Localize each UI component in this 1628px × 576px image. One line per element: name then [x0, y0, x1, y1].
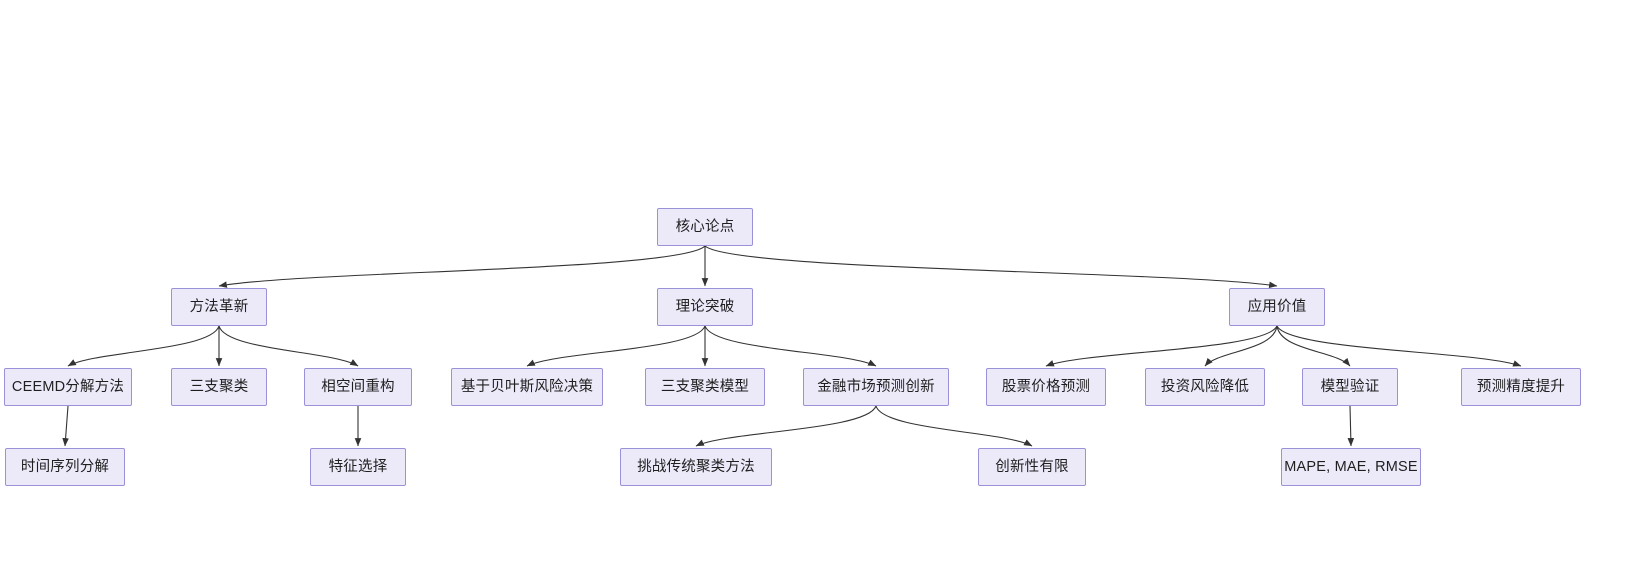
flow-node-label: 创新性有限	[995, 458, 1069, 475]
flow-node-l3a1[interactable]: CEEMD分解方法	[4, 368, 132, 406]
flow-node-l3a2[interactable]: 三支聚类	[171, 368, 267, 406]
flow-node-l2c[interactable]: 应用价值	[1229, 288, 1325, 326]
flow-node-label: MAPE, MAE, RMSE	[1284, 458, 1418, 475]
flow-node-label: CEEMD分解方法	[11, 378, 125, 395]
flow-node-l4b[interactable]: 特征选择	[310, 448, 406, 486]
flow-node-label: 核心论点	[675, 218, 735, 235]
flow-node-label: 股票价格预测	[1001, 378, 1091, 395]
flow-node-l3c4[interactable]: 预测精度提升	[1461, 368, 1581, 406]
flow-node-l4d[interactable]: 创新性有限	[978, 448, 1086, 486]
flow-node-label: 应用价值	[1247, 298, 1307, 315]
flow-node-l4c[interactable]: 挑战传统聚类方法	[620, 448, 772, 486]
flow-node-label: 时间序列分解	[20, 458, 110, 475]
flow-node-label: 金融市场预测创新	[817, 378, 935, 395]
flow-node-l3a3[interactable]: 相空间重构	[304, 368, 412, 406]
flow-node-root[interactable]: 核心论点	[657, 208, 753, 246]
flow-node-l3b3[interactable]: 金融市场预测创新	[803, 368, 949, 406]
flow-node-l2a[interactable]: 方法革新	[171, 288, 267, 326]
flow-node-l3c3[interactable]: 模型验证	[1302, 368, 1398, 406]
flow-node-label: 投资风险降低	[1160, 378, 1250, 395]
flow-node-label: 预测精度提升	[1476, 378, 1566, 395]
flow-node-l4e[interactable]: MAPE, MAE, RMSE	[1281, 448, 1421, 486]
flow-node-l3c1[interactable]: 股票价格预测	[986, 368, 1106, 406]
flow-node-l2b[interactable]: 理论突破	[657, 288, 753, 326]
flow-node-label: 特征选择	[328, 458, 388, 475]
flow-node-label: 方法革新	[189, 298, 249, 315]
flow-node-l3b2[interactable]: 三支聚类模型	[645, 368, 765, 406]
flow-node-label: 三支聚类模型	[660, 378, 750, 395]
flow-node-l3c2[interactable]: 投资风险降低	[1145, 368, 1265, 406]
flow-node-label: 挑战传统聚类方法	[637, 458, 755, 475]
flow-node-label: 模型验证	[1320, 378, 1380, 395]
flow-node-label: 相空间重构	[321, 378, 395, 395]
flow-node-label: 基于贝叶斯风险决策	[460, 378, 594, 395]
flow-node-label: 理论突破	[675, 298, 735, 315]
flow-node-l4a[interactable]: 时间序列分解	[5, 448, 125, 486]
flow-node-label: 三支聚类	[189, 378, 249, 395]
flow-node-l3b1[interactable]: 基于贝叶斯风险决策	[451, 368, 603, 406]
